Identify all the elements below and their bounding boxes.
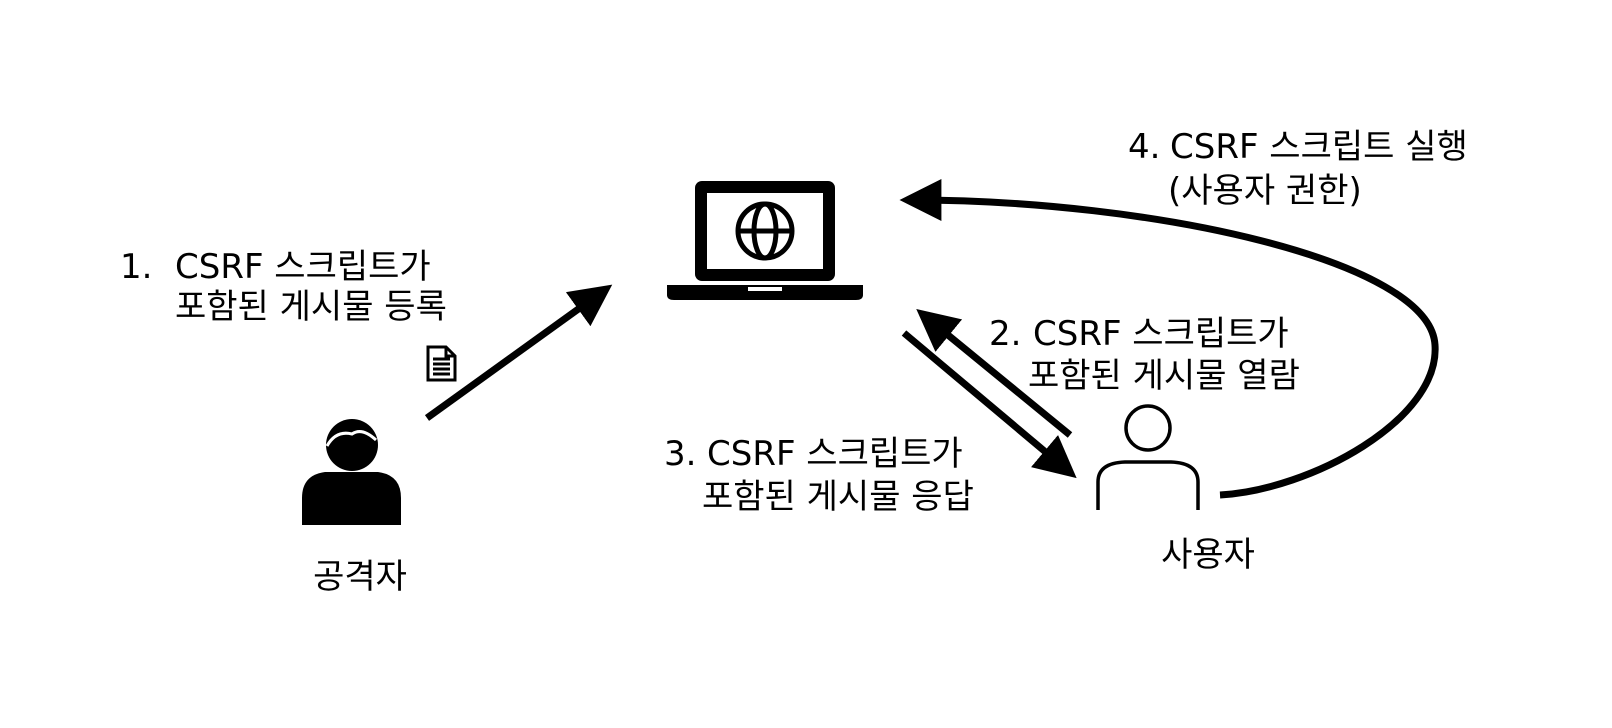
step-2-line1: CSRF 스크립트가 (1033, 314, 1289, 354)
step-1-line2: 포함된 게시물 등록 (175, 287, 447, 327)
document-icon (426, 345, 457, 382)
laptop-globe-icon (667, 181, 863, 300)
step-4-line1: CSRF 스크립트 실행 (1170, 127, 1468, 167)
step-1-number: 1. (120, 247, 152, 287)
step-1-line1: CSRF 스크립트가 (175, 247, 431, 287)
arrow-step-3 (901, 330, 1077, 479)
person-outline-icon (1096, 404, 1200, 510)
attacker-label: 공격자 (313, 557, 407, 597)
step-3-number: 3. (664, 434, 696, 474)
step-2-line2: 포함된 게시물 열람 (1028, 356, 1300, 396)
arrow-step-2 (916, 309, 1073, 438)
person-filled-icon (302, 419, 401, 525)
arrow-step-1 (424, 284, 613, 421)
step-4-number: 4. (1128, 127, 1160, 167)
step-4-line2: (사용자 권한) (1168, 171, 1362, 211)
step-3-line1: CSRF 스크립트가 (707, 434, 963, 474)
step-3-line2: 포함된 게시물 응답 (702, 477, 974, 517)
arrow-step-4 (899, 179, 1439, 499)
user-label: 사용자 (1161, 535, 1255, 575)
step-2-number: 2. (989, 314, 1021, 354)
globe-icon (735, 201, 795, 261)
